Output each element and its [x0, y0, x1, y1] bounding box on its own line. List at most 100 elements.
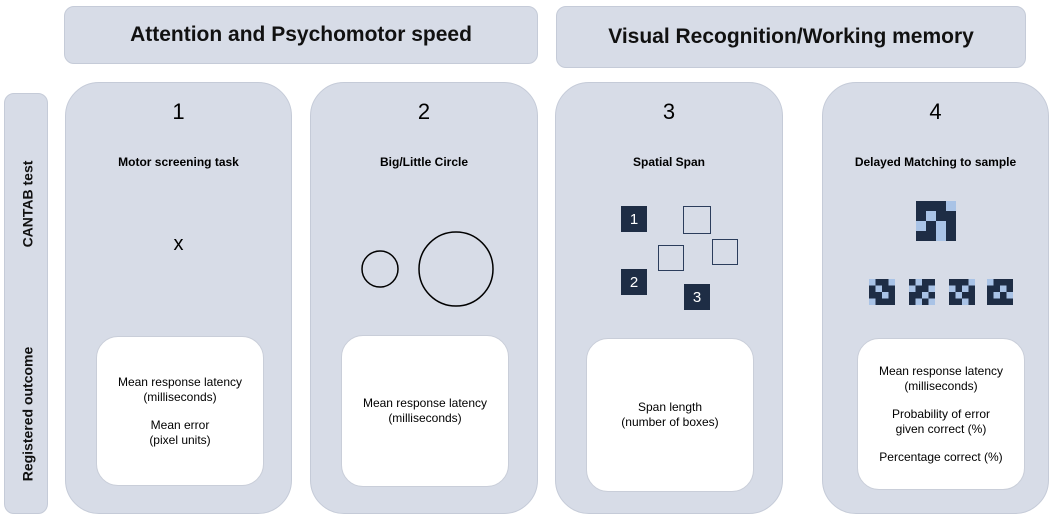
pattern-cell — [926, 211, 936, 221]
pattern-cell — [926, 231, 936, 241]
pattern-cell — [1006, 298, 1013, 305]
pattern-cell — [1000, 298, 1007, 305]
pattern-cell — [987, 292, 994, 299]
pattern-cell — [922, 285, 929, 292]
choice-pattern — [909, 279, 935, 305]
pattern-cell — [875, 292, 882, 299]
pattern-cell — [909, 292, 916, 299]
card-title: Motor screening task — [118, 155, 239, 169]
pattern-cell — [922, 292, 929, 299]
pattern-cell — [915, 279, 922, 286]
outcome-line: Mean error — [150, 417, 210, 432]
circles-stimulus — [361, 231, 494, 307]
pattern-cell — [962, 279, 969, 286]
pattern-cell — [987, 279, 994, 286]
span-box-empty — [658, 245, 684, 271]
pattern-cell — [916, 211, 926, 221]
pattern-cell — [955, 279, 962, 286]
pattern-cell — [869, 292, 876, 299]
pattern-cell — [916, 231, 926, 241]
side-label-cantab: CANTAB test — [19, 160, 36, 248]
pattern-cell — [915, 298, 922, 305]
card-number: 1 — [172, 99, 185, 124]
span-box-2: 2 — [621, 269, 647, 295]
pattern-cell — [962, 292, 969, 299]
pattern-cell — [936, 201, 946, 211]
pattern-cell — [882, 298, 889, 305]
pattern-cell — [1006, 279, 1013, 286]
pattern-cell — [993, 292, 1000, 299]
pattern-cell — [875, 279, 882, 286]
outcome-line: (number of boxes) — [621, 415, 719, 429]
pattern-cell — [882, 279, 889, 286]
pattern-cell — [922, 298, 929, 305]
outcome-line: Mean response latency — [878, 363, 1004, 378]
outcome-line: (milliseconds) — [388, 411, 462, 425]
side-bar: CANTAB test Registered outcome — [4, 93, 48, 514]
choice-pattern — [869, 279, 895, 305]
pattern-cell — [993, 279, 1000, 286]
pattern-cell — [928, 292, 935, 299]
pattern-cell — [962, 285, 969, 292]
pattern-cell — [949, 285, 956, 292]
pattern-cell — [916, 221, 926, 231]
pattern-cell — [936, 211, 946, 221]
outcome-line: (pixel units) — [149, 432, 211, 447]
outcome-line: Probability of error — [891, 406, 991, 421]
pattern-cell — [962, 298, 969, 305]
pattern-cell — [993, 285, 1000, 292]
pattern-cell — [928, 279, 935, 286]
pattern-cell — [909, 298, 916, 305]
sample-pattern — [916, 201, 956, 241]
pattern-cell — [888, 279, 895, 286]
card-title: Delayed Matching to sample — [854, 155, 1017, 169]
pattern-cell — [993, 298, 1000, 305]
choice-pattern — [987, 279, 1013, 305]
pattern-cell — [869, 298, 876, 305]
outcome-line: (milliseconds) — [904, 378, 978, 393]
pattern-cell — [888, 298, 895, 305]
pattern-cell — [949, 298, 956, 305]
pattern-cell — [955, 298, 962, 305]
big-circle — [418, 231, 494, 307]
outcome-line: Percentage correct (%) — [879, 449, 1003, 464]
outcome-line: given correct (%) — [895, 421, 987, 436]
outcome-box: Span length (number of boxes) — [586, 338, 754, 492]
pattern-cell — [915, 292, 922, 299]
pattern-stimuli — [869, 201, 1013, 305]
pattern-cell — [909, 279, 916, 286]
card-spatial-span: 3 Spatial Span 1 2 3 Span length (number… — [555, 82, 783, 514]
card-motor-screening: 1 Motor screening task x Mean response l… — [65, 82, 292, 514]
card-number: 3 — [662, 99, 676, 124]
pattern-cell — [987, 298, 994, 305]
outcome-line: Mean response latency — [117, 374, 243, 389]
pattern-cell — [946, 231, 956, 241]
pattern-cell — [955, 285, 962, 292]
pattern-cell — [968, 292, 975, 299]
outcome-box: Mean response latency (milliseconds) Pro… — [857, 338, 1025, 490]
span-box-1: 1 — [621, 206, 647, 232]
span-box-empty — [683, 206, 711, 234]
pattern-cell — [928, 298, 935, 305]
outcome-line: Mean response latency — [362, 396, 488, 410]
pattern-cell — [926, 221, 936, 231]
pattern-cell — [968, 279, 975, 286]
card-number: 4 — [929, 99, 942, 124]
pattern-cell — [1006, 292, 1013, 299]
pattern-cell — [888, 285, 895, 292]
header-visual: Visual Recognition/Working memory — [556, 6, 1026, 68]
side-label-registered: Registered outcome — [19, 346, 35, 482]
span-box-3: 3 — [684, 284, 710, 310]
pattern-cell — [869, 285, 876, 292]
pattern-cell — [936, 231, 946, 241]
pattern-cell — [968, 285, 975, 292]
pattern-cell — [882, 292, 889, 299]
span-box-empty — [712, 239, 738, 265]
card-delayed-matching: 4 Delayed Matching to sample Mean respon… — [822, 82, 1049, 514]
pattern-cell — [946, 211, 956, 221]
header-visual-label: Visual Recognition/Working memory — [608, 25, 974, 48]
pattern-cell — [882, 285, 889, 292]
pattern-cell — [909, 285, 916, 292]
card-big-little-circle: 2 Big/Little Circle Mean response latenc… — [310, 82, 538, 514]
pattern-cell — [949, 279, 956, 286]
